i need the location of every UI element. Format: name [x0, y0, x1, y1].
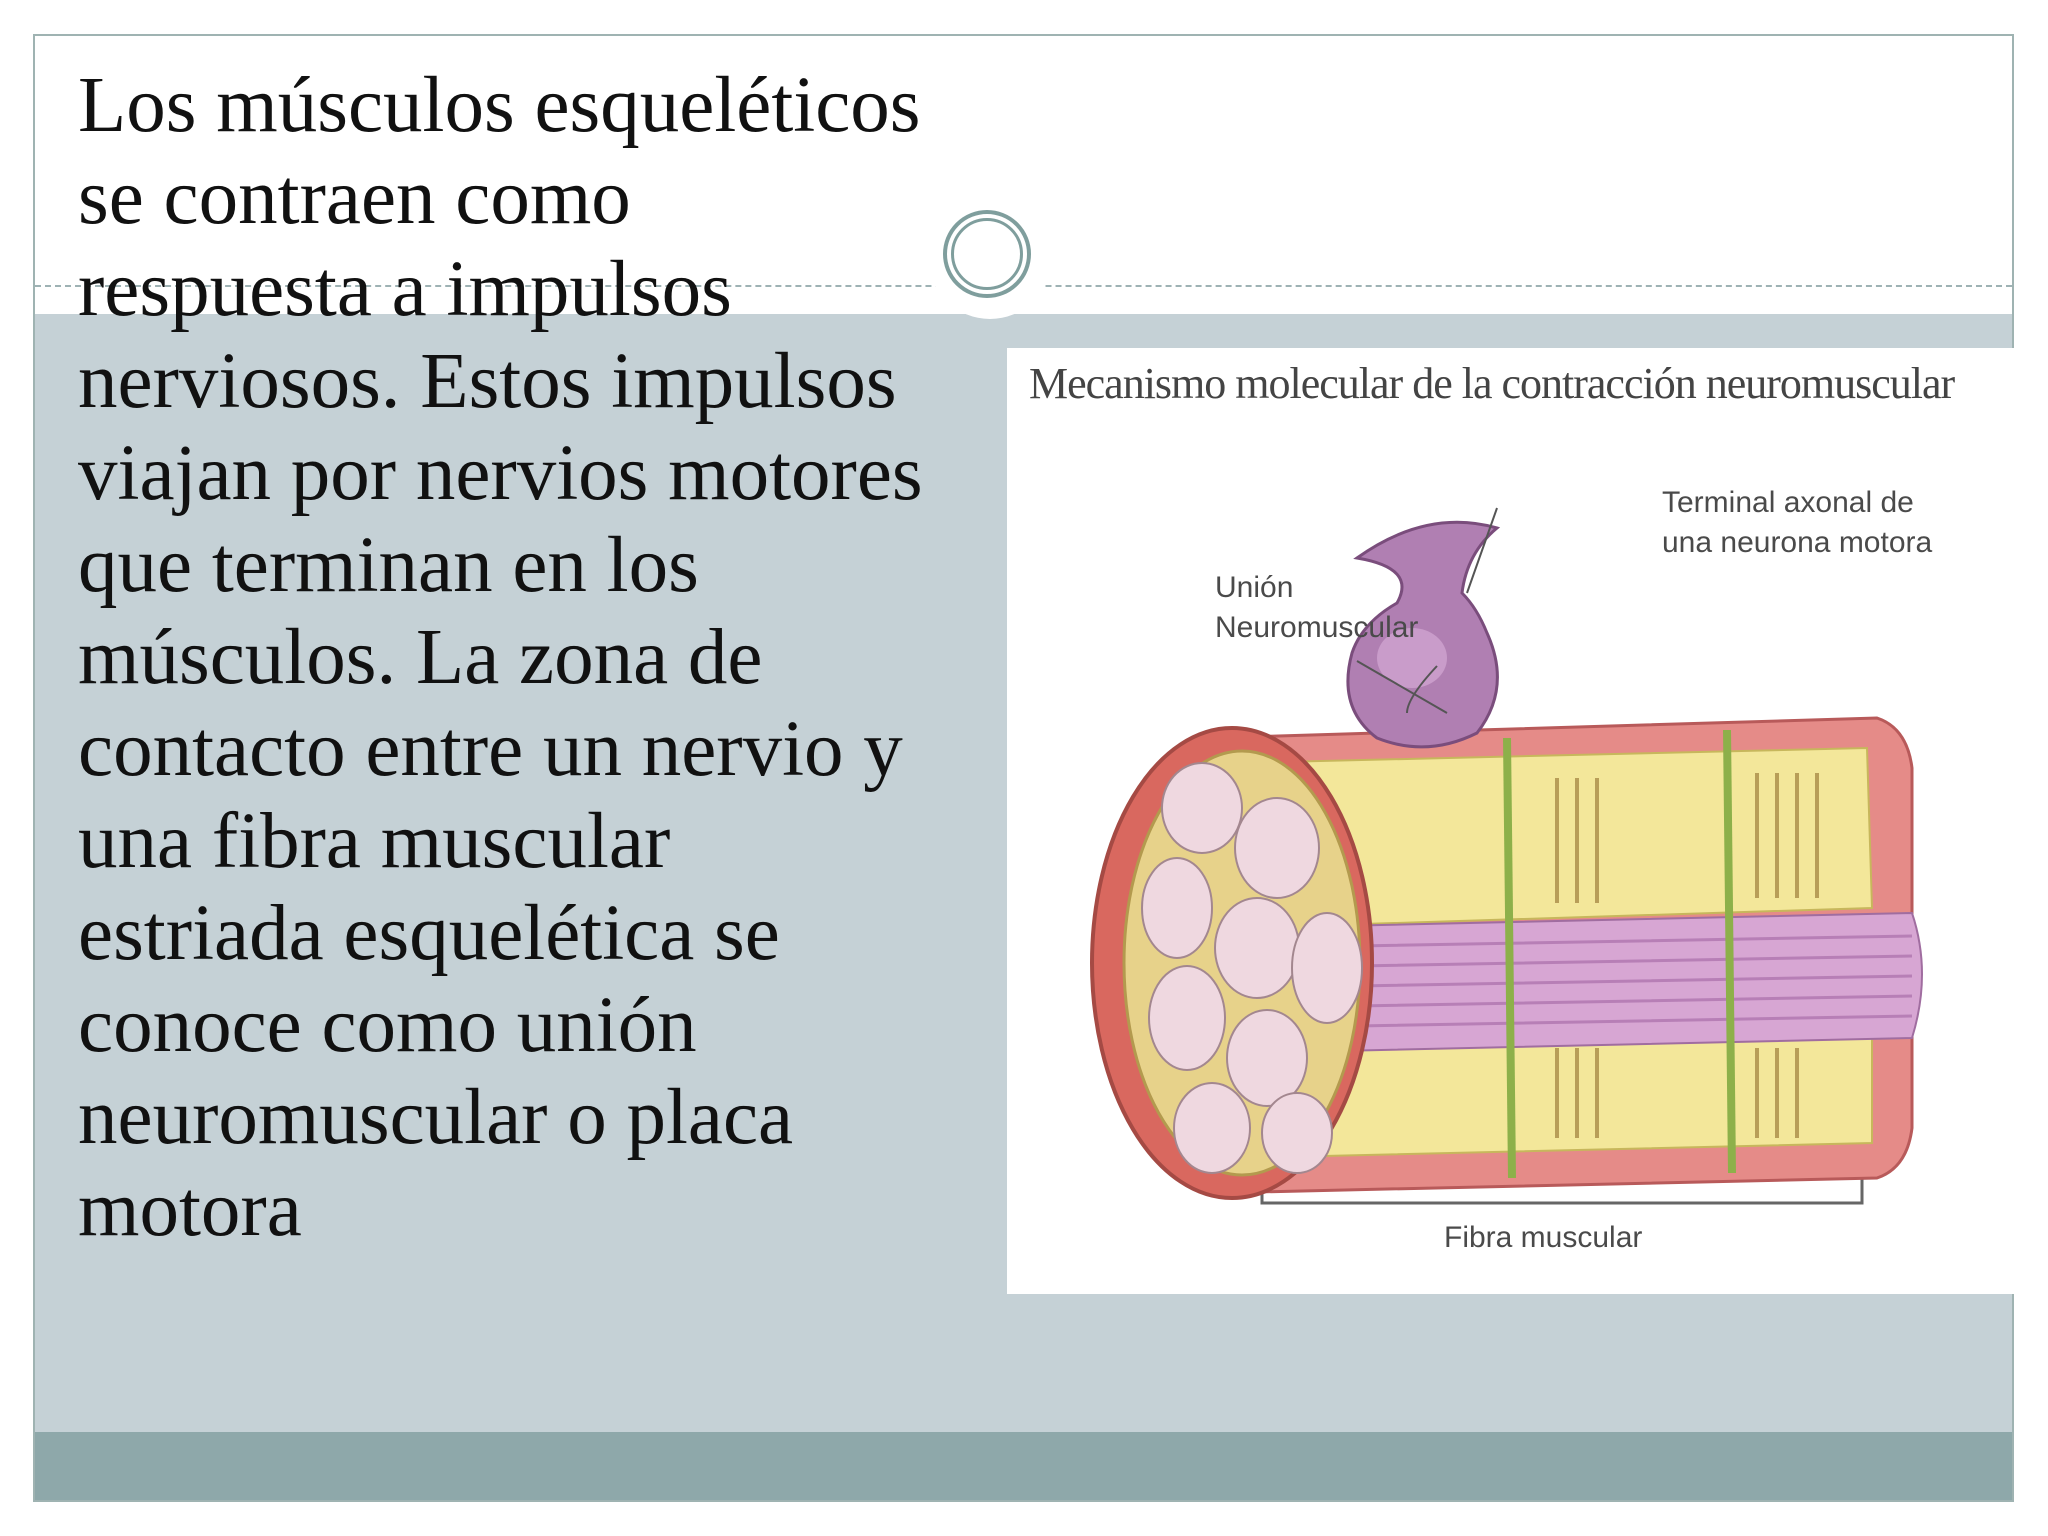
slide-body-text: Los músculos esqueléticos se contraen co…	[78, 62, 923, 1253]
muscle-fiber-illustration	[1090, 507, 1923, 1205]
label-terminal-axonal: Terminal axonal de una neurona motora	[1662, 486, 1933, 559]
divider-ornament-core	[951, 218, 1023, 290]
neuromuscular-junction-figure: Mecanismo molecular de la contracción ne…	[1007, 348, 2014, 1294]
footer-band	[35, 1432, 2012, 1500]
label-fibra-muscular: Fibra muscular	[1444, 1221, 1643, 1254]
label-union-neuromuscular: Unión Neuromuscular	[1215, 571, 1419, 644]
figure-title: Mecanismo molecular de la contracción ne…	[1029, 359, 1955, 408]
